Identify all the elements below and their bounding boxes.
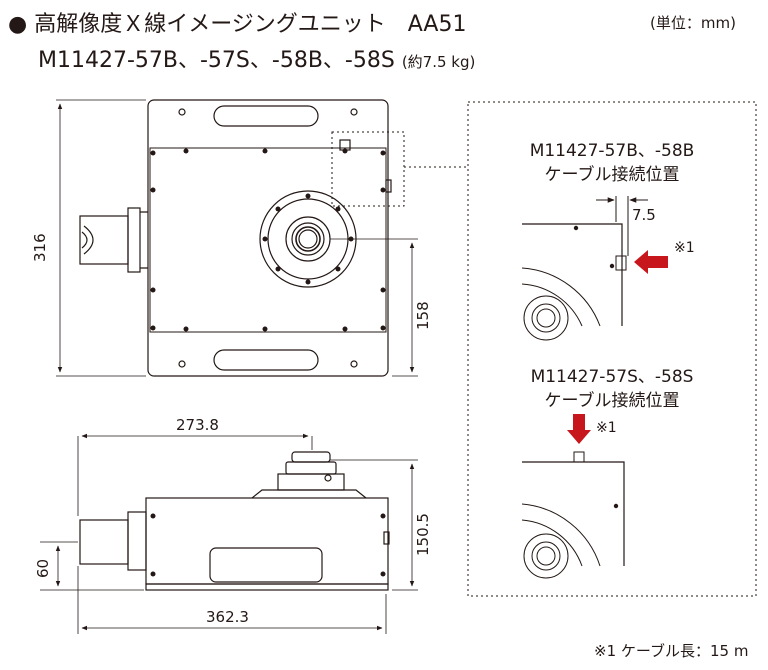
lens-collar: [127, 207, 141, 273]
side-barrel-base: [251, 489, 367, 499]
dim-cable-offset: 7.5: [632, 206, 656, 224]
side-lens-body: [79, 519, 129, 565]
dim-lens-height: 60: [34, 559, 52, 578]
cable-arrow-right-icon: [634, 250, 668, 274]
side-lens-collar: [127, 511, 147, 571]
top-view: [56, 99, 466, 377]
dim-side-height: 150.5: [414, 513, 432, 556]
top-connector: [339, 139, 351, 151]
top-body: [149, 147, 387, 333]
side-view: [40, 433, 418, 634]
top-plate: [147, 99, 389, 377]
lens-body: [79, 215, 129, 265]
dim-top-offset: 273.8: [176, 416, 219, 434]
top-screws: [150, 148, 386, 332]
bottom-handle: [213, 349, 319, 371]
side-body: [145, 497, 389, 585]
dim-height-total: 316: [31, 233, 49, 262]
detail-top-subtitle: ケーブル接続位置: [544, 165, 680, 185]
model-line: M11427-57B、-57S、-58B、-58S (約7.5 kg): [38, 42, 475, 74]
page-title: 高解像度Ｘ線イメージングユニット AA51: [34, 12, 467, 37]
side-handle: [209, 547, 323, 583]
title-line: ● 高解像度Ｘ線イメージングユニット AA51: [8, 6, 466, 38]
dim-center-height: 158: [414, 301, 432, 330]
dim-width-total: 362.3: [206, 608, 249, 626]
footnote: ※1 ケーブル長：15 m: [594, 642, 749, 660]
detail-top-title: M11427-57B、-58B: [529, 141, 695, 161]
model-numbers: M11427-57B、-57S、-58B、-58S: [38, 48, 395, 73]
top-handle: [213, 105, 319, 127]
bullet-icon: ●: [8, 12, 28, 37]
unit-label: (単位：mm): [650, 14, 736, 32]
detail-frame: [467, 101, 757, 597]
weight-label: (約7.5 kg): [401, 53, 476, 71]
detail-bottom-note: ※1: [596, 420, 617, 436]
detail-bottom-subtitle: ケーブル接続位置: [544, 391, 680, 411]
detail-panel: [467, 101, 757, 597]
detail-bottom-title: M11427-57S、-58S: [530, 367, 694, 387]
cable-arrow-down-icon: [567, 414, 591, 444]
detail-top-note: ※1: [674, 240, 695, 256]
